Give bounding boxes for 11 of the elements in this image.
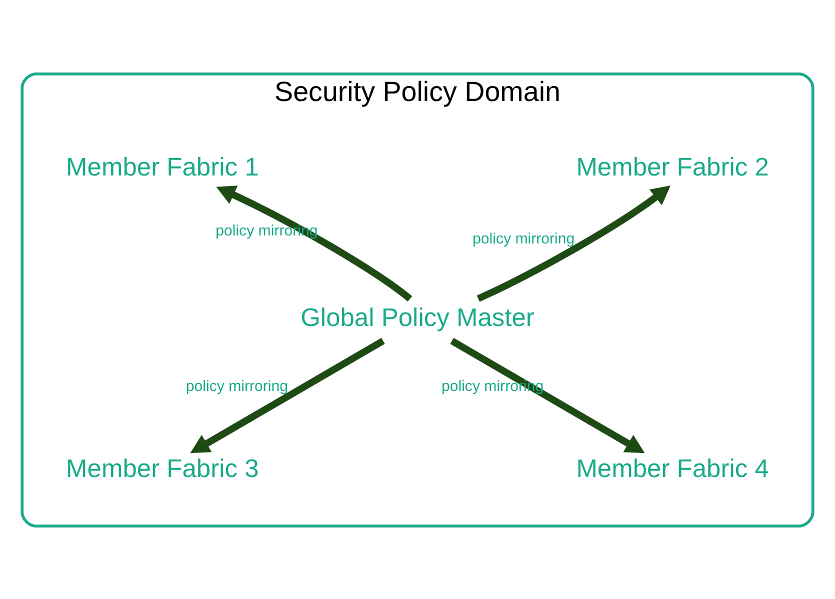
arrow xyxy=(450,337,645,453)
arrow xyxy=(216,185,412,302)
edge-label: policy mirroring xyxy=(186,378,288,395)
arrow xyxy=(476,185,671,302)
node-text: Member Fabric 1 xyxy=(66,152,259,181)
edge-label: policy mirroring xyxy=(472,230,575,248)
node-text: Member Fabric 2 xyxy=(576,152,769,181)
node-text: Member Fabric 3 xyxy=(66,454,259,482)
node-text: Member Fabric 4 xyxy=(576,454,769,482)
arrow xyxy=(190,337,385,453)
node-text: Global Policy Master xyxy=(300,304,534,332)
